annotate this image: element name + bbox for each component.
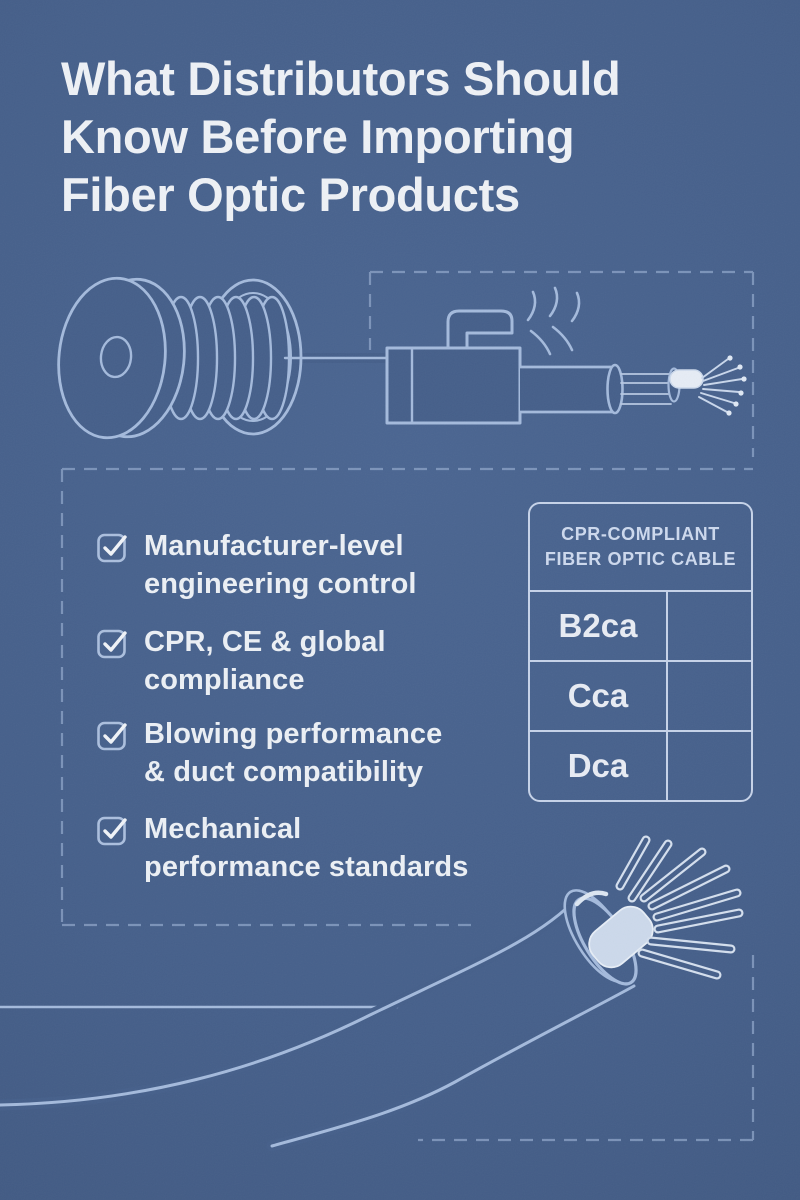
page-title-line: What Distributors Should xyxy=(61,52,621,105)
checklist-item-label: CPR, CE & global compliance xyxy=(144,626,386,696)
checklist-item: CPR, CE & global compliance xyxy=(96,623,386,699)
checklist-item-label: Blowing performance & duct compatibility xyxy=(144,718,443,788)
checklist-item-label: Manufacturer-level engineering control xyxy=(144,530,417,600)
checkbox-checked-icon xyxy=(97,816,127,846)
table-header: CPR-COMPLIANT FIBER OPTIC CABLE xyxy=(530,504,751,590)
checkbox-checked-icon xyxy=(97,721,127,751)
table-row: Dca xyxy=(530,730,751,800)
checkbox-checked-icon xyxy=(97,533,127,563)
value-cell xyxy=(668,732,751,800)
checkbox-checked-icon xyxy=(97,629,127,659)
table-row: B2ca xyxy=(530,590,751,660)
page-title-line: Know Before Importing xyxy=(61,110,575,163)
checklist-item-label: Mechanical performance standards xyxy=(144,813,469,883)
checklist-item: Manufacturer-level engineering control xyxy=(96,527,417,603)
value-cell xyxy=(668,662,751,730)
class-label-cell: Dca xyxy=(530,732,668,800)
class-label-cell: B2ca xyxy=(530,592,668,660)
table-header-line: FIBER OPTIC CABLE xyxy=(544,549,737,569)
checklist-item: Blowing performance & duct compatibility xyxy=(96,715,442,791)
table-row: Cca xyxy=(530,660,751,730)
table-header-line: CPR-COMPLIANT xyxy=(561,524,720,544)
page-title-line: Fiber Optic Products xyxy=(61,168,520,221)
cpr-compliance-table: CPR-COMPLIANT FIBER OPTIC CABLE B2ca Cca… xyxy=(528,502,753,802)
cable-blowing-machine-illustration xyxy=(385,286,747,425)
checklist-item: Mechanical performance standards xyxy=(96,810,468,886)
cable-spool-illustration xyxy=(57,276,395,440)
value-cell xyxy=(668,592,751,660)
class-label-cell: Cca xyxy=(530,662,668,730)
page-title: What Distributors Should Know Before Imp… xyxy=(61,50,751,224)
